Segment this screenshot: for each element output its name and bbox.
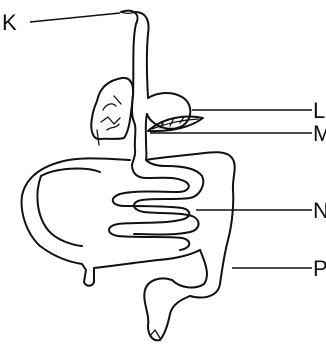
liver [91, 78, 133, 145]
leader-line-k [30, 13, 120, 22]
pancreas [148, 117, 203, 132]
small-intestine [109, 160, 203, 250]
label-leader-lines [30, 13, 312, 268]
label-k: K [2, 10, 17, 35]
label-p: P [313, 256, 326, 281]
label-l: L [313, 98, 325, 123]
label-n: N [313, 198, 326, 223]
oesophagus [121, 11, 149, 165]
label-m: M [313, 121, 326, 146]
